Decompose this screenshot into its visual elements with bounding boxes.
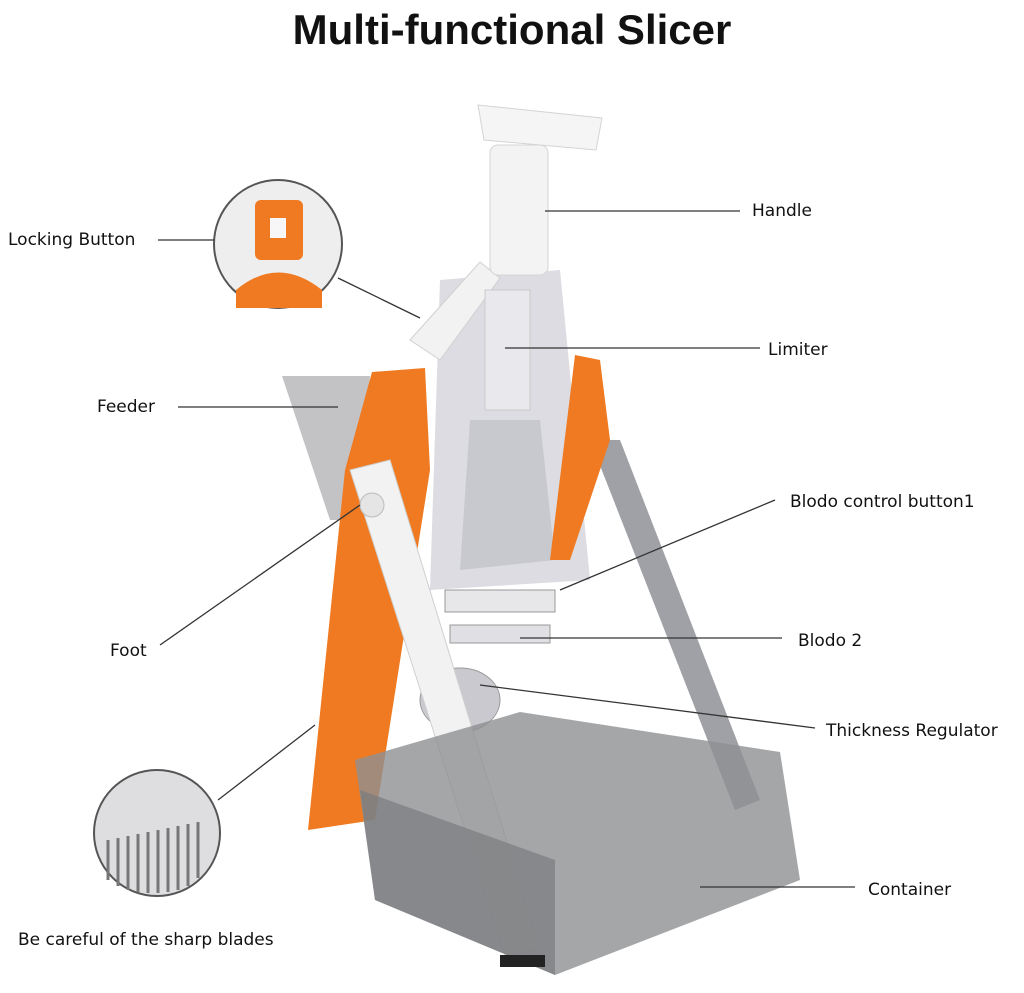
- limiter: [484, 289, 531, 411]
- rear-leg-accent: [550, 355, 610, 560]
- label-blade-2: Blodo 2: [798, 631, 863, 651]
- label-limiter: Limiter: [768, 340, 828, 360]
- handle: [477, 104, 603, 151]
- label-locking-button: Locking Button: [8, 230, 136, 250]
- rear-leg: [590, 440, 760, 810]
- page-title: Multi-functional Slicer: [292, 6, 732, 53]
- label-blade-control-button: Blodo control button1: [790, 492, 975, 512]
- blade-teeth: [106, 822, 200, 893]
- foot-pad: [500, 955, 545, 967]
- blade-control-button: [444, 589, 556, 613]
- label-handle: Handle: [752, 201, 812, 221]
- leader-lines: [158, 210, 855, 888]
- blade-housing: [460, 420, 555, 570]
- container-front: [360, 790, 555, 975]
- handle-stem: [489, 144, 549, 276]
- label-foot: Foot: [110, 641, 147, 661]
- upper-arm: [409, 261, 501, 361]
- label-container: Container: [868, 880, 952, 900]
- lock-icon: [270, 218, 286, 238]
- warning-caption: Be careful of the sharp blades: [18, 930, 274, 950]
- front-leg: [308, 368, 430, 830]
- label-feeder: Feeder: [97, 397, 156, 417]
- foot-pivot: [359, 492, 385, 518]
- locking-base: [236, 272, 322, 308]
- blade-2: [449, 624, 551, 644]
- label-thickness-regulator: Thickness Regulator: [826, 721, 998, 741]
